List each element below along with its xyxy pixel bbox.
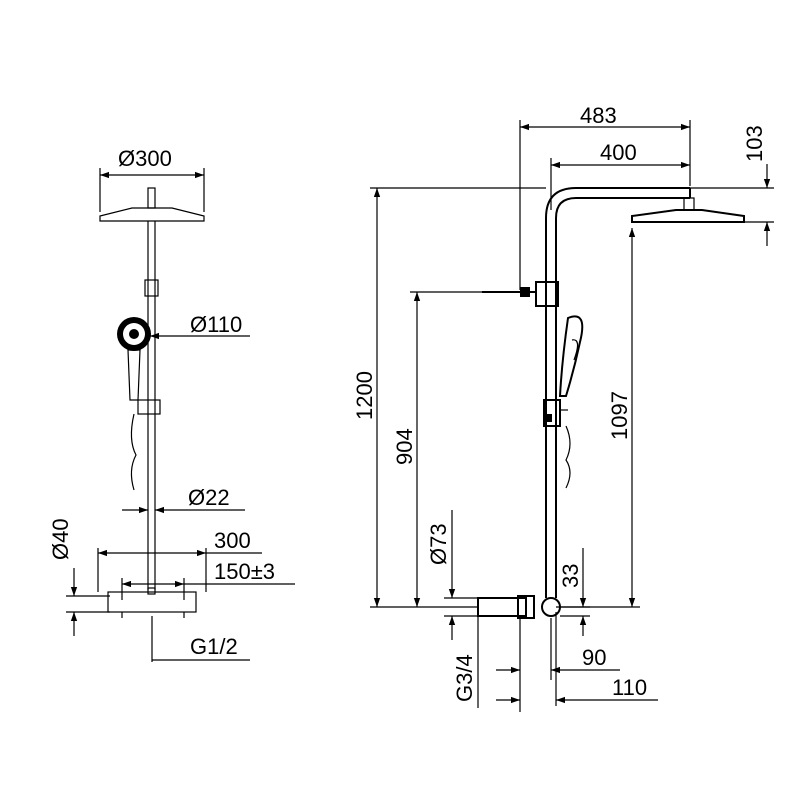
dim-connector-diameter: Ø73 xyxy=(426,523,451,565)
front-slider xyxy=(137,399,161,415)
dim-outlet-thread: G3/4 xyxy=(452,654,477,702)
dim-wall-offset-2: 110 xyxy=(612,675,647,700)
dim-head-projection: 400 xyxy=(600,140,637,165)
front-dimensions: Ø300 Ø110 Ø22 Ø40 300 150±3 G1/2 xyxy=(48,146,295,662)
side-handshower xyxy=(558,315,584,397)
dim-rail-diameter: Ø22 xyxy=(188,485,230,510)
dim-body-diameter: Ø40 xyxy=(48,518,73,560)
dim-inlet-thread: G1/2 xyxy=(190,634,238,659)
dim-inlet-centres: 150±3 xyxy=(214,559,275,584)
dim-mixer-width: 300 xyxy=(214,528,251,553)
dim-head-bottom-height: 1097 xyxy=(607,391,632,440)
dim-arm-projection: 483 xyxy=(580,103,617,128)
dim-head-height: 103 xyxy=(742,125,767,162)
dim-hose-outlet-height: 904 xyxy=(392,428,417,465)
side-slider xyxy=(543,399,561,427)
dim-wall-offset-1: 90 xyxy=(582,645,606,670)
dim-outlet-offset: 33 xyxy=(558,564,583,588)
dim-handshower-diameter: Ø110 xyxy=(190,312,242,337)
front-mixer xyxy=(107,591,197,613)
side-diverter xyxy=(535,281,559,307)
side-head xyxy=(631,209,745,223)
front-handshower-handle xyxy=(127,349,141,401)
front-head-stem xyxy=(147,187,156,209)
dim-head-diameter: Ø300 xyxy=(118,146,172,171)
front-head xyxy=(99,207,205,222)
front-view xyxy=(99,187,205,618)
front-clamp-upper xyxy=(144,279,159,297)
dim-total-height: 1200 xyxy=(352,371,377,420)
side-dimensions: 483 400 103 1200 904 1097 Ø73 33 xyxy=(352,103,774,712)
